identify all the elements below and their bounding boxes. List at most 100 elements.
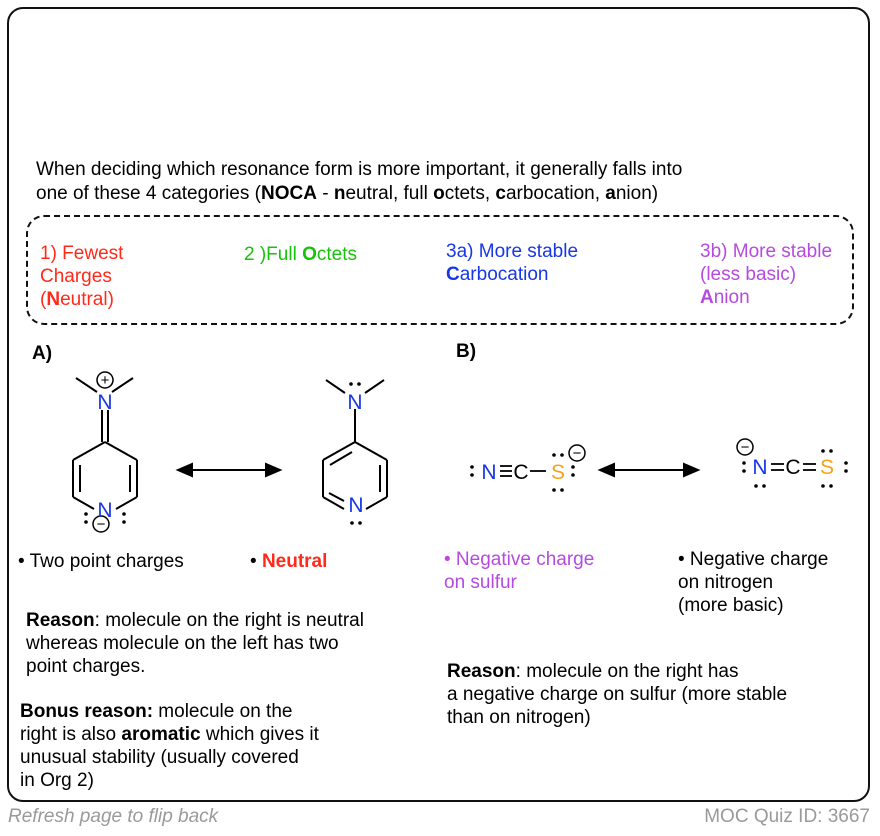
bond (364, 379, 385, 394)
nitrogen-atom: N (97, 391, 112, 414)
nitrogen-atom: N (752, 456, 767, 479)
bonus-text: molecule on the (153, 701, 293, 722)
ring-bond (322, 496, 345, 510)
nitrogen-atom: N (97, 499, 112, 522)
bonus-text: which gives it (200, 724, 319, 745)
carbon-atom: C (785, 456, 800, 479)
minus-charge: − (573, 445, 582, 462)
structure-b-right: − N C S (736, 438, 848, 488)
ring-double-bond (328, 492, 345, 502)
bond (111, 377, 134, 393)
bonus-line: right is also aromatic which gives it (20, 723, 319, 746)
lone-pairs-left (84, 512, 126, 524)
bonus-reason: Bonus reason: molecule on the right is a… (20, 700, 319, 792)
category-line: 3b) More stable (700, 241, 833, 262)
intro-text-segment: eutral, full (345, 183, 434, 204)
minus-charge: − (741, 439, 750, 456)
aromatic-word: aromatic (121, 724, 201, 745)
reason-a: Reason: molecule on the right is neutral… (26, 609, 364, 678)
refresh-link[interactable]: Refresh page to flip back (8, 806, 219, 827)
resonance-arrow-b (597, 462, 701, 478)
category-letter: N (46, 289, 61, 310)
bonus-text: right is also (20, 724, 122, 745)
note-neutral: • Neutral (250, 550, 327, 573)
structure-a-right (322, 379, 388, 510)
bond (325, 379, 346, 394)
quiz-card (7, 7, 870, 802)
structure-b-left: N C S − (470, 444, 586, 492)
section-b-label: B) (456, 341, 477, 362)
reason-label: Reason (447, 661, 516, 682)
category-letter: O (302, 244, 317, 265)
minus-charge-circle (568, 444, 586, 462)
minus-charge-circle (92, 515, 110, 533)
bonus-line: unusual stability (usually covered (20, 747, 299, 768)
note-line: • Negative charge (444, 549, 595, 570)
category-line: (Neutral) (40, 288, 123, 311)
bonus-line: Bonus reason: molecule on the (20, 700, 319, 723)
reason-b-line: than on nitrogen) (447, 707, 591, 728)
reason-a-line: Reason: molecule on the right is neutral (26, 609, 364, 632)
noca-acronym: NOCA (260, 183, 317, 204)
note-charge-on-nitrogen: • Negative charge on nitrogen (more basi… (678, 548, 828, 617)
carbon-atom: C (513, 461, 528, 484)
ring-bond (115, 496, 138, 510)
ring-bond (72, 496, 95, 510)
ring-double-bond (329, 451, 353, 466)
intro-line-1: When deciding which resonance form is mo… (36, 159, 683, 180)
plus-charge-circle (96, 371, 114, 389)
reason-a-line: point charges. (26, 656, 146, 677)
category-line: 3a) More stable (446, 241, 579, 262)
minus-charge: − (97, 516, 106, 533)
quiz-id: MOC Quiz ID: 3667 (704, 806, 870, 827)
nitrogen-atom: N (347, 391, 362, 414)
category-line: Charges (40, 266, 112, 287)
category-letter: C (446, 264, 460, 285)
note-two-point-charges: • Two point charges (18, 551, 184, 572)
nitrogen-atom: N (481, 461, 496, 484)
bullet: • (250, 551, 262, 572)
category-line: Carbocation (446, 263, 578, 286)
intro-letter-c: c (495, 183, 506, 204)
intro-text-segment: one of these 4 categories ( (36, 183, 261, 204)
sulfur-atom: S (551, 461, 565, 484)
intro-text-segment: arbocation, (505, 183, 606, 204)
reason-a-line: whereas molecule on the left has two (26, 633, 339, 654)
category-line: (less basic) (700, 264, 797, 285)
category-text: arbocation (459, 264, 549, 285)
category-carbocation: 3a) More stable Carbocation (446, 240, 578, 286)
category-text: eutral) (60, 289, 114, 310)
note-line: (more basic) (678, 595, 784, 616)
intro-text-segment: nion) (615, 183, 659, 204)
section-a-label: A) (32, 343, 53, 364)
intro-text: When deciding which resonance form is mo… (36, 158, 856, 206)
ring-bond (365, 496, 388, 510)
lone-pairs-right (349, 382, 362, 525)
ring-bond (72, 441, 106, 461)
category-text: nion (713, 287, 750, 308)
ring-bond (322, 441, 356, 461)
category-anion: 3b) More stable (less basic) Anion (700, 240, 832, 309)
structure-a-left (72, 371, 138, 533)
intro-letter-a: a (605, 183, 616, 204)
note-charge-on-sulfur: • Negative charge on sulfur (444, 548, 594, 594)
categories-box (26, 215, 854, 325)
reason-label: Reason (26, 610, 95, 631)
minus-charge-circle (736, 438, 754, 456)
bonus-line: in Org 2) (20, 770, 94, 791)
category-line: 1) Fewest (40, 243, 124, 264)
reason-text: : molecule on the right has (515, 661, 739, 682)
resonance-arrow-a (175, 462, 283, 478)
bond (75, 377, 98, 393)
reason-b-line: a negative charge on sulfur (more stable (447, 684, 788, 705)
intro-line-2: one of these 4 categories (NOCA - neutra… (36, 182, 856, 206)
reason-b-line: Reason: molecule on the right has (447, 660, 787, 683)
note-line: • Negative charge (678, 549, 829, 570)
category-line: Anion (700, 286, 832, 309)
intro-letter-o: o (433, 183, 445, 204)
note-line: on nitrogen (678, 572, 774, 593)
category-text: ctets (316, 244, 357, 265)
category-text: ( (40, 289, 47, 310)
intro-text-segment: - (316, 183, 334, 204)
